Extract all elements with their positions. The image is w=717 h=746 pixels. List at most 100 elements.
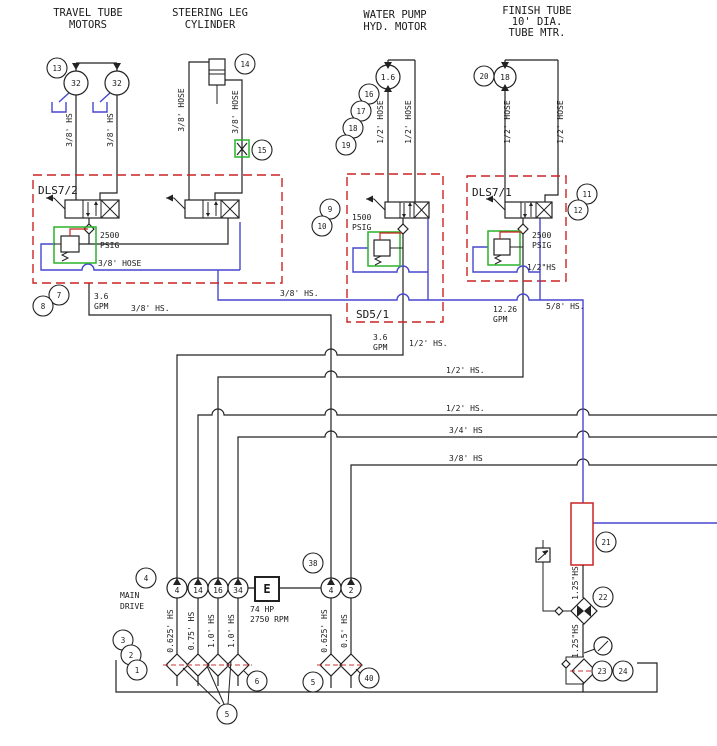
valve-a-ports [79, 218, 229, 245]
relief-pilot-line [499, 231, 522, 239]
callout-5-label: 5 [225, 710, 230, 719]
lever-arrow-icon [366, 195, 373, 203]
cylinder-lines [188, 61, 243, 200]
hose-label: 3/8' HOSE [231, 90, 240, 134]
line-threeeighth-hs [350, 458, 717, 578]
callout-38-label: 38 [308, 559, 318, 568]
callout-11-label: 11 [582, 190, 591, 199]
callout-5-label: 5 [311, 678, 316, 687]
callout-12: 12 [567, 199, 589, 221]
callout-19: 19 [335, 134, 357, 156]
callout-15: 15 [251, 139, 273, 161]
hose-label: 3/8' HOSE [98, 259, 142, 268]
engine-box [254, 576, 280, 602]
callout-17: 17 [350, 100, 372, 122]
travel-motor-2-label: 32 [112, 79, 122, 88]
callout-11: 11 [576, 183, 598, 205]
relief-spring-icon [493, 246, 523, 265]
valve-b-detail [202, 199, 240, 219]
callout-23-label: 23 [597, 667, 606, 676]
callout-16-label: 16 [364, 90, 374, 99]
callout-15-label: 15 [257, 146, 266, 155]
callout-9: 9 [319, 198, 341, 220]
callout-21-label: 21 [601, 538, 610, 547]
line-threequarter-hs [237, 430, 717, 578]
flow-value: 12.26 [493, 305, 517, 314]
valve-assembly-dls71: DLS7/1 2500 PSIG 1/2"HS [466, 175, 567, 300]
callout-22-label: 22 [598, 593, 607, 602]
callout-7: 7 [48, 284, 70, 306]
relief-box [53, 226, 97, 264]
water-motor-label: 1.6 [381, 73, 396, 82]
valve-b-lever [166, 197, 186, 210]
bypass-arrow-icon [542, 550, 548, 555]
dls71-return [472, 218, 541, 300]
finish-tube-motor: 18 1/2' HOSE 1/2' HOSE [493, 59, 565, 202]
quick-disconnect-icon [236, 142, 248, 156]
hose-label: 1.0' HS [207, 614, 216, 648]
distribution-lines [88, 232, 717, 578]
header-water-line1: WATER PUMP [363, 9, 426, 21]
dls71-label: DLS7/1 [472, 186, 512, 199]
bypass-check-icons [554, 606, 571, 669]
pump-suction-lines [176, 598, 352, 654]
hose-label: 0.625' HS [166, 609, 175, 653]
line-travel-supply [88, 283, 332, 578]
relief-pilot-line [69, 228, 88, 236]
callout-13-label: 13 [52, 64, 61, 73]
water-pump-motor: 1.6 1/2' HOSE 1/2' HOSE [375, 59, 416, 202]
hose-label: 1/2' HS. [446, 366, 485, 375]
callout-10-label: 10 [317, 222, 327, 231]
hose-label: 3/8' HS [449, 454, 483, 463]
callout-12-label: 12 [573, 206, 582, 215]
relief-valve [373, 239, 391, 257]
callout-16: 16 [358, 83, 380, 105]
lever-arrow-icon [46, 194, 53, 202]
valve-a-lever [46, 197, 66, 210]
callout-22: 22 [592, 586, 614, 608]
callout-balloons: 13 14 15 16 17 18 19 20 9 10 11 12 7 8 4… [32, 53, 634, 725]
hose-label: 3/8' HS. [280, 289, 319, 298]
flow-arrow-icon [72, 63, 121, 70]
callout-leaders [182, 660, 363, 705]
valve-d-arrows [523, 202, 533, 218]
header-travel-line2: MOTORS [69, 19, 107, 31]
valve-c-body [384, 201, 430, 219]
callout-4-main: 4 [135, 567, 157, 589]
travel-motor-2 [104, 70, 130, 96]
dls71-boundary [466, 175, 567, 282]
relief-box [487, 230, 521, 266]
hose-label: 0.5' HS [340, 614, 349, 648]
callout-7-label: 7 [57, 291, 62, 300]
strainer-stubs [176, 676, 352, 688]
callout-40: 40 [358, 667, 380, 689]
hose-label: 1/2' HOSE [503, 100, 512, 144]
sd51-return [352, 218, 429, 300]
line-main-return [217, 270, 584, 503]
cylinder-piston-rod [209, 69, 225, 104]
valve-d-body [504, 201, 553, 219]
cooler-filter-section: 1.25"HS 1.25"HS [535, 502, 613, 692]
engine-hp: 74 HP [250, 605, 274, 614]
filter-23 [571, 658, 597, 684]
valve-a-arrows [86, 201, 98, 217]
dls72-return [40, 222, 241, 271]
quick-disconnect-box [234, 139, 250, 158]
travel-tube-motors: 32 32 3/8' HS 3/8' HS [51, 62, 130, 200]
pump-34-label: 34 [233, 586, 243, 595]
callout-21: 21 [595, 531, 617, 553]
line-finish-supply [217, 232, 524, 578]
travel-motor-1 [63, 70, 89, 96]
travel-motor-1-label: 32 [71, 79, 81, 88]
callout-8: 8 [32, 295, 54, 317]
hose-label: 1/2' HOSE [556, 100, 565, 144]
cooler [570, 502, 594, 566]
pressure-value: 2500 [100, 231, 119, 240]
flow-arrow-icon [384, 62, 392, 92]
line-annotations: 3.6 GPM 3/8' HS. 3/8' HS. 3.6 GPM 1/2' H… [94, 289, 585, 463]
hose-label: 1/2"HS [527, 263, 556, 272]
callout-2-label: 2 [129, 651, 134, 660]
header-water-line2: HYD. MOTOR [363, 21, 427, 33]
header-finish-line1: FINISH TUBE [502, 5, 572, 17]
